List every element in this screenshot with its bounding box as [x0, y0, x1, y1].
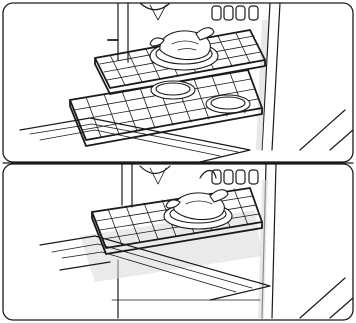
- panel-top: [3, 3, 353, 162]
- panel-bottom: [3, 164, 353, 320]
